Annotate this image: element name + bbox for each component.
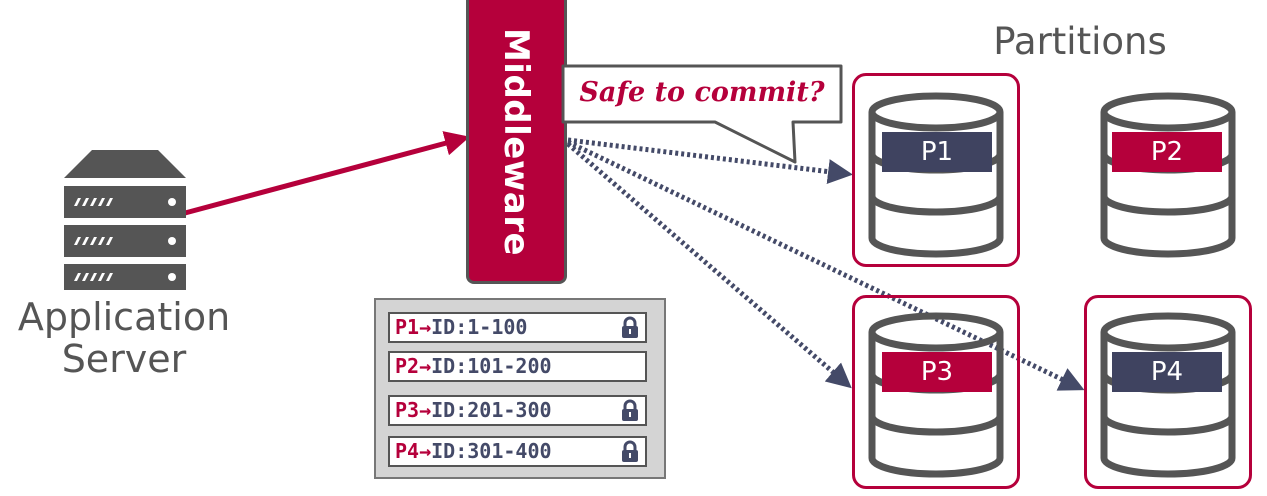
row-range: ID:201-300 — [431, 398, 552, 422]
application-server-label: Application Server — [0, 296, 248, 380]
database-icon-p1 — [868, 92, 1004, 258]
table-row: P3→ID:201-300 — [388, 395, 647, 426]
middleware-to-p1-arrow — [567, 137, 853, 184]
row-arrow: → — [419, 315, 432, 339]
table-row: P4→ID:301-400 — [388, 436, 647, 467]
p1-highlight-box — [852, 73, 1020, 267]
app-label-line1: Application — [17, 295, 231, 339]
middleware-bar — [466, 0, 567, 284]
row-arrow: → — [419, 398, 432, 422]
row-arrow: → — [419, 354, 432, 378]
p3-highlight-box — [852, 295, 1020, 489]
server-to-middleware-arrow — [184, 131, 470, 216]
app-label-line2: Server — [61, 337, 187, 381]
partitions-title: Partitions — [993, 20, 1167, 63]
database-icon-p3 — [868, 312, 1004, 478]
row-partition: P2 — [395, 354, 420, 378]
middleware-label-wrap: Middleware — [466, 0, 567, 284]
row-range: ID:101-200 — [431, 354, 552, 378]
callout-text: Safe to commit? — [579, 76, 825, 108]
partition-label-p3: P3 — [882, 352, 992, 392]
database-icon-p2 — [1100, 92, 1236, 258]
partition-label-p4: P4 — [1112, 352, 1222, 392]
middleware-label: Middleware — [496, 27, 537, 257]
partition-label-p2: P2 — [1112, 132, 1222, 172]
table-row: P1→ID:1-100 — [388, 312, 647, 343]
middleware-to-p4-arrow — [566, 139, 1085, 391]
middleware-to-p3-arrow — [566, 142, 852, 389]
p4-highlight-box — [1084, 295, 1252, 489]
database-icon-p4 — [1100, 312, 1236, 478]
lock-icon — [622, 316, 638, 338]
row-range: ID:1-100 — [431, 315, 528, 339]
server-icon — [64, 150, 186, 290]
lock-icon — [622, 399, 638, 421]
row-arrow: → — [419, 439, 432, 463]
row-partition: P4 — [395, 439, 420, 463]
row-range: ID:301-400 — [431, 439, 552, 463]
table-row: P2→ID:101-200 — [388, 351, 647, 382]
callout-bubble — [561, 64, 843, 164]
row-partition: P3 — [395, 398, 420, 422]
partition-label-p1: P1 — [882, 132, 992, 172]
lock-icon — [622, 440, 638, 462]
row-partition: P1 — [395, 315, 420, 339]
